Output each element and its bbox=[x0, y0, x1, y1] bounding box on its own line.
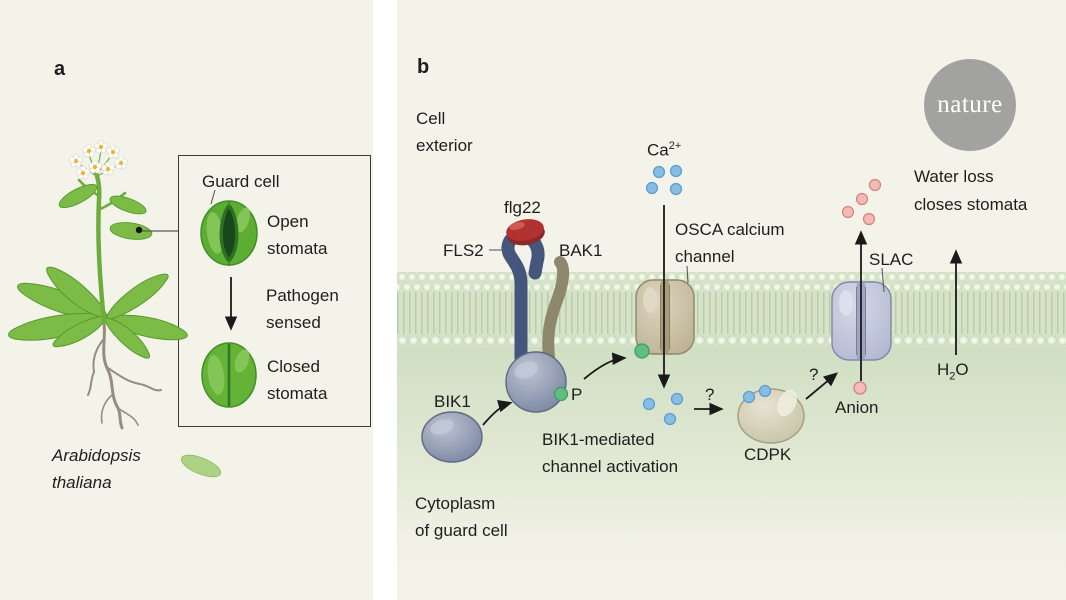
phosphate-label: P bbox=[571, 385, 583, 404]
anion-label: Anion bbox=[835, 398, 879, 417]
question-mark-1: ? bbox=[705, 385, 715, 404]
h2o-2: 2 bbox=[949, 370, 956, 383]
species-label: Arabidopsis thaliana bbox=[52, 446, 141, 492]
panel-a-label: a bbox=[54, 58, 66, 80]
flg22-label: flg22 bbox=[504, 198, 541, 217]
bik1-mediated-label: BIK1-mediated channel activation bbox=[542, 430, 679, 476]
nature-logo-text: nature bbox=[937, 91, 1003, 118]
plasma-membrane-outer-leaflet bbox=[397, 272, 1066, 292]
water-loss-label: Water loss closes stomata bbox=[914, 167, 1028, 214]
leaf-to-box-connector bbox=[135, 226, 178, 234]
question-mark-2: ? bbox=[809, 365, 819, 384]
bik1-label: BIK1 bbox=[434, 392, 471, 411]
panel-b-label: b bbox=[417, 56, 430, 78]
flg22-ligand-shadow bbox=[507, 222, 545, 246]
h2o-label: H2O bbox=[937, 356, 969, 390]
plasma-membrane-inner-leaflet bbox=[397, 334, 1066, 347]
calcium-label: Ca2+ bbox=[647, 133, 681, 164]
plasma-membrane-lipid-tails bbox=[397, 292, 1066, 334]
calcium-symbol: Ca bbox=[647, 140, 669, 160]
osca-label: OSCA calcium channel bbox=[675, 220, 785, 266]
fls2-label: FLS2 bbox=[443, 241, 484, 260]
anions-exterior bbox=[841, 178, 882, 226]
slac-label: SLAC bbox=[869, 250, 914, 269]
cdpk-label: CDPK bbox=[744, 445, 792, 464]
flower-cluster bbox=[69, 139, 128, 180]
calcium-charge: 2+ bbox=[668, 140, 682, 152]
open-stomata-label: Open stomata bbox=[267, 212, 328, 258]
bak1-label: BAK1 bbox=[559, 241, 603, 260]
pathogen-sensed-label: Pathogen sensed bbox=[266, 286, 339, 332]
h2o-o: O bbox=[955, 360, 969, 379]
panel-divider bbox=[373, 0, 397, 600]
nature-logo: nature bbox=[924, 59, 1016, 151]
guard-cell-label: Guard cell bbox=[202, 172, 280, 191]
closed-stomata-label: Closed stomata bbox=[267, 357, 328, 403]
cell-exterior-label: Cell exterior bbox=[416, 109, 473, 155]
cytoplasm-label: Cytoplasm of guard cell bbox=[415, 494, 508, 540]
h2o-h: H bbox=[937, 360, 950, 379]
calcium-ions-exterior bbox=[645, 164, 683, 196]
